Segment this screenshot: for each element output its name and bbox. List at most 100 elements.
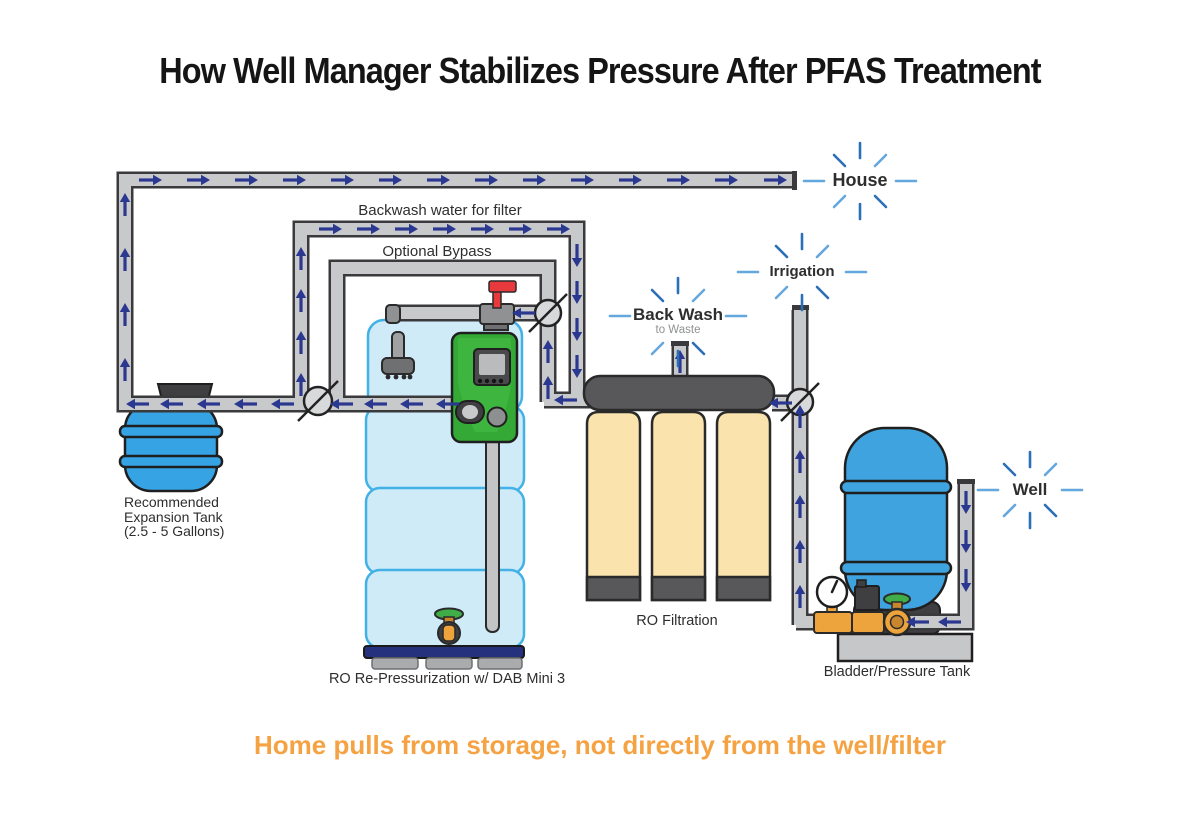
backwash-line-label: Backwash water for filter [358,202,522,219]
backwash-label: Back Wash [632,305,724,324]
pump-display-screen [479,354,505,375]
flow-arrow [512,307,535,319]
flow-arrow [667,174,690,186]
float-sensor [381,331,415,380]
flow-arrow [523,174,546,186]
filter-cylinder [715,410,772,602]
page-title: How Well Manager Stabilizes Pressure Aft… [159,50,1041,91]
flow-arrow [794,585,806,608]
tank-drain-valve [434,607,464,645]
flow-arrow [119,248,131,271]
flow-arrow [126,398,149,410]
brass-shutoff-valve [882,592,912,637]
flow-arrow [542,376,554,399]
flow-arrow [571,318,583,341]
starburst [976,450,1084,530]
dab-mini3-pump-controller [450,331,519,444]
flow-arrow [764,174,787,186]
flow-arrow [379,174,402,186]
pressure-tank-fittings [813,575,912,637]
filter-cylinder [650,410,707,602]
flow-arrow [436,398,459,410]
flow-arrow [571,355,583,378]
starburst [608,276,748,368]
ro-storage-tank [363,318,526,670]
flow-arrow [119,358,131,381]
flow-arrow [197,398,220,410]
filter-cylinder [585,410,642,602]
flow-arrow [331,174,354,186]
house-label: House [832,170,888,190]
flow-arrows [119,174,972,628]
flow-arrow [619,174,642,186]
flow-arrow [119,193,131,216]
flow-arrow [542,340,554,363]
flow-arrow [475,174,498,186]
flow-arrow [547,223,570,235]
bladder-pressure-tank [836,426,974,663]
flow-arrow [234,398,257,410]
expansion-tank-label: Recommended Expansion Tank (2.5 - 5 Gall… [124,494,225,539]
flow-arrow [295,331,307,354]
flow-arrow [364,398,387,410]
flow-arrow [554,394,577,406]
flow-arrow [471,223,494,235]
flow-arrow [295,247,307,270]
tank-feet [371,657,523,670]
flow-arrow [357,223,380,235]
starbursts [608,141,1084,530]
pump-label: RO Re-Pressurization w/ DAB Mini 3 [328,671,566,687]
flow-arrow [271,398,294,410]
flow-arrow [330,398,353,410]
flow-arrow [794,540,806,563]
red-valve-handle [488,280,517,293]
flow-arrow [295,289,307,312]
flow-arrow [960,569,972,592]
pressure-tank-pedestal [836,632,974,663]
pressure-switch [851,579,885,634]
flow-arrow [160,398,183,410]
dip-tube [485,435,500,633]
flow-arrow [769,397,792,409]
shutoff-valves [297,293,820,422]
ro-filtration-unit [582,374,776,602]
flow-arrow [427,174,450,186]
flow-arrow [906,616,929,628]
tank-base-plate [363,645,525,659]
backwash-sub-label: to Waste [655,324,701,336]
red-ball-valve [385,280,517,331]
flow-arrow [794,450,806,473]
flow-arrow [235,174,258,186]
flow-arrow [319,223,342,235]
flow-arrow [960,530,972,553]
flow-arrow [794,405,806,428]
flow-arrow [283,174,306,186]
bypass-line-label: Optional Bypass [382,243,492,260]
subtitle: Home pulls from storage, not directly fr… [254,730,946,760]
flow-arrow [938,616,961,628]
valve-symbol [297,380,339,422]
starburst [802,141,918,221]
flow-arrow [400,398,423,410]
well-label: Well [1012,480,1048,499]
flow-arrow [395,223,418,235]
flow-arrow [960,491,972,514]
flow-arrow [571,174,594,186]
flow-arrow [295,373,307,396]
flow-arrow [715,174,738,186]
pressure-gauge [813,575,853,634]
flow-arrow [571,281,583,304]
flow-arrow [139,174,162,186]
flow-arrow [187,174,210,186]
starburst [736,232,868,312]
pressure-tank-label: Bladder/Pressure Tank [823,664,971,680]
filter-manifold [582,374,776,412]
valve-symbol [528,293,568,333]
flow-arrow [571,244,583,267]
pipe-end-caps [671,171,975,484]
flow-arrow [119,303,131,326]
flow-arrow [509,223,532,235]
flow-arrow [794,495,806,518]
